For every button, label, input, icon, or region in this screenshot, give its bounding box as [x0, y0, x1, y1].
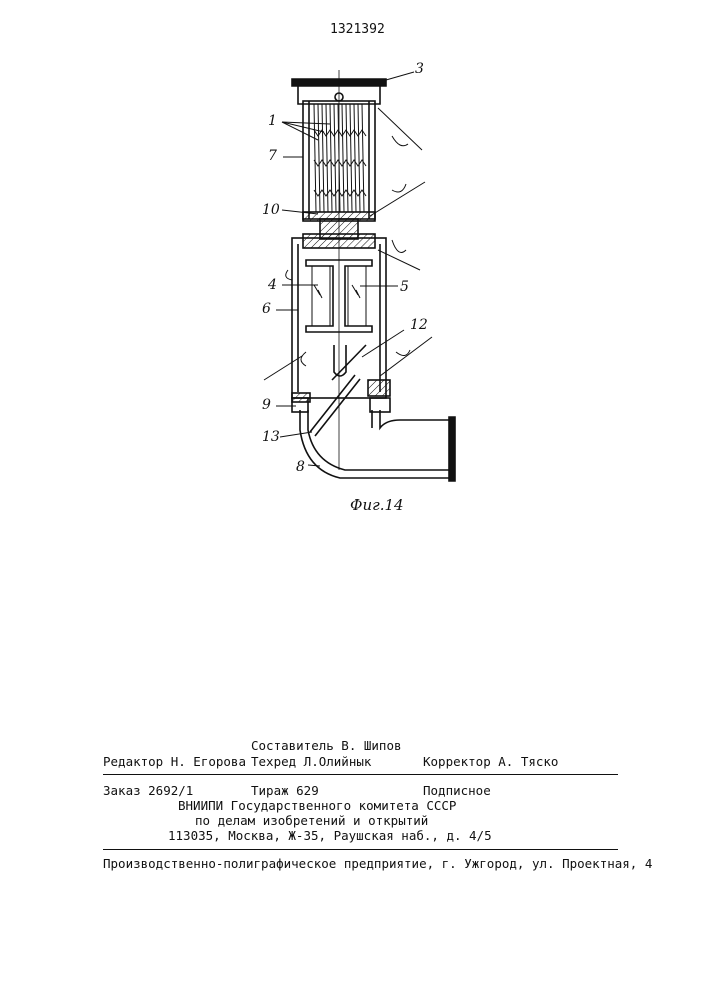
label-1: 1	[268, 114, 277, 128]
corrector-line: Корректор А. Тяско	[423, 756, 558, 769]
label-13: 13	[262, 430, 280, 444]
compiler-line: Составитель В. Шипов	[251, 740, 402, 753]
label-10: 10	[262, 203, 280, 217]
label-6: 6	[262, 302, 271, 316]
label-12: 12	[410, 318, 428, 332]
label-7: 7	[268, 149, 277, 163]
divider-bottom	[103, 849, 618, 850]
subscription-line: Подписное	[423, 785, 491, 798]
divider-top	[103, 774, 618, 775]
circulation-line: Тираж 629	[251, 785, 319, 798]
order-line: Заказ 2692/1	[103, 785, 193, 798]
address-line: 113035, Москва, Ж-35, Раушская наб., д. …	[168, 830, 492, 843]
label-3: 3	[415, 62, 424, 76]
label-8: 8	[296, 460, 305, 474]
label-9: 9	[262, 398, 271, 412]
techred-line: Техред Л.Олийнык	[251, 756, 371, 769]
label-4: 4	[268, 278, 277, 292]
editor-line: Редактор Н. Егорова	[103, 756, 246, 769]
label-5: 5	[400, 280, 409, 294]
org-line-1: ВНИИПИ Государственного комитета СССР	[178, 800, 456, 813]
printer-line: Производственно-полиграфическое предприя…	[103, 858, 652, 871]
filter-elements	[314, 104, 366, 212]
figure-caption: Фиг.14	[350, 498, 404, 513]
org-line-2: по делам изобретений и открытий	[195, 815, 428, 828]
